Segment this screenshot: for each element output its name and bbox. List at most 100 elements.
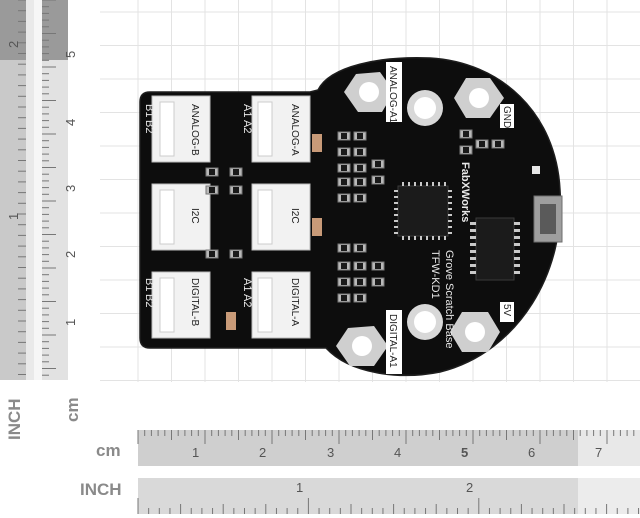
smd-body <box>341 295 347 301</box>
chip-pin <box>448 232 452 234</box>
chip-pin <box>408 182 410 186</box>
chip-pin <box>470 236 476 239</box>
brand-logo-text: FabXWorks <box>459 162 471 222</box>
chip-pin <box>432 182 434 186</box>
chip-pin <box>514 271 520 274</box>
chip-pin <box>394 232 398 234</box>
chip-pin <box>402 182 404 186</box>
connector-analog-a <box>251 95 311 163</box>
pin-label-a2-bottom: A2 <box>241 294 253 307</box>
smd-body <box>375 161 381 167</box>
smd-body <box>357 195 363 201</box>
pin-label-b1-bottom: B1 <box>143 278 155 291</box>
smd-components <box>205 129 540 330</box>
bottom-cm-number-2: 2 <box>259 445 266 460</box>
product-name: Grove Scratch Base <box>443 250 455 348</box>
chip-pin <box>470 250 476 253</box>
left-inch-number-1: 1 <box>6 213 21 220</box>
chip-pin <box>420 182 422 186</box>
smd-body <box>341 279 347 285</box>
pin-label-a1-bottom: A1 <box>241 278 253 291</box>
label-digital-a1: DIGITAL-A1 <box>387 314 398 368</box>
chip-pin <box>470 243 476 246</box>
label-analog-a1: ANALOG-A1 <box>387 66 398 124</box>
chip-pin <box>448 190 452 192</box>
chip-pin <box>448 220 452 222</box>
chip-pin <box>470 222 476 225</box>
smd-body <box>479 141 485 147</box>
mounting-hole-bottom-center <box>407 304 443 340</box>
bottom-cm-number-3: 3 <box>327 445 334 460</box>
pin-label-a1-top: A1 <box>241 104 253 117</box>
smd-body <box>233 251 239 257</box>
chip-pin <box>514 264 520 267</box>
smd-body <box>357 245 363 251</box>
mounting-hole-bottom-left <box>336 326 388 366</box>
bottom-inch-number-1: 1 <box>296 480 303 495</box>
chip-pin <box>448 196 452 198</box>
chip-pin <box>514 236 520 239</box>
smd-body <box>357 263 363 269</box>
smd-body <box>357 133 363 139</box>
connector-i2c-right <box>251 183 311 251</box>
chip-pin <box>394 208 398 210</box>
smd-body <box>375 279 381 285</box>
smd-body <box>463 131 469 137</box>
smd-body <box>357 279 363 285</box>
pin-label-b2-top: B2 <box>143 120 155 133</box>
chip-pin <box>448 208 452 210</box>
capacitor <box>312 218 322 236</box>
chip-pin <box>448 226 452 228</box>
chip-pin <box>514 257 520 260</box>
bottom-cm-number-6: 6 <box>528 445 535 460</box>
chip-pin <box>414 236 416 240</box>
chip-pin <box>448 214 452 216</box>
smd-body <box>209 169 215 175</box>
chip-pin <box>514 222 520 225</box>
chip-pin <box>514 229 520 232</box>
pin-label-a2-top: A2 <box>241 120 253 133</box>
left-inch-number-2: 2 <box>6 41 21 48</box>
bottom-ruler-inch: INCH 1 2 <box>80 478 640 514</box>
mounting-hole-top-center <box>407 90 443 126</box>
chip-pin <box>470 257 476 260</box>
chip-pin <box>426 236 428 240</box>
chip-pin <box>438 182 440 186</box>
chip-pin <box>394 214 398 216</box>
usb-connector <box>533 195 563 243</box>
chip-pin <box>470 229 476 232</box>
chip-pin <box>414 182 416 186</box>
left-ruler: 2 1 5 4 3 2 1 INCH cm <box>0 0 82 440</box>
microcontroller-chip <box>394 182 452 240</box>
left-cm-number-1: 1 <box>63 319 78 326</box>
chip-pin <box>514 243 520 246</box>
bottom-inch-number-2: 2 <box>466 480 473 495</box>
smd-body <box>341 245 347 251</box>
label-digital-a: DIGITAL-A <box>289 278 300 326</box>
smd-body <box>495 141 501 147</box>
capacitor <box>226 312 236 330</box>
bottom-cm-number-4: 4 <box>394 445 401 460</box>
mounting-hole-top-left <box>344 72 394 112</box>
bottom-cm-number-1: 1 <box>192 445 199 460</box>
mounting-hole-top-right <box>454 78 504 118</box>
smd-body <box>341 149 347 155</box>
smd-body <box>357 295 363 301</box>
pin-label-b1-top: B1 <box>143 104 155 117</box>
label-i2c-left: I2C <box>189 208 200 224</box>
chip-pin <box>444 236 446 240</box>
bottom-cm-label: cm <box>96 441 121 460</box>
smd-body <box>341 195 347 201</box>
chip-pin <box>394 196 398 198</box>
smd-body <box>341 165 347 171</box>
chip-pin <box>394 226 398 228</box>
left-cm-number-5: 5 <box>63 51 78 58</box>
label-5v: 5V <box>501 304 512 317</box>
smd-body <box>375 263 381 269</box>
chip-pin <box>444 182 446 186</box>
smd-body <box>375 177 381 183</box>
connector-i2c-left <box>151 183 211 251</box>
smd-body <box>341 263 347 269</box>
mounting-hole-bottom-right <box>450 312 500 352</box>
